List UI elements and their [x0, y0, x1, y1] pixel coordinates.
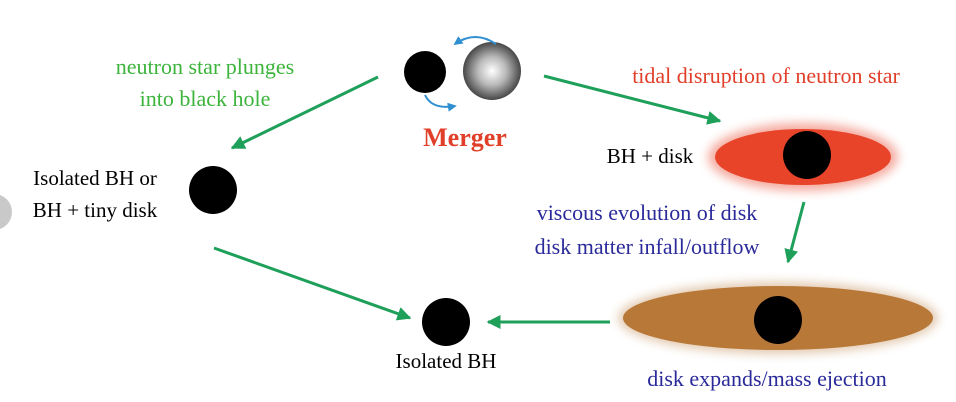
isolated-or-tiny-disk-black-hole [189, 166, 237, 214]
isolated-black-hole [422, 298, 470, 346]
plunge-label-line2: into black hole [140, 86, 271, 111]
expands-label: disk expands/mass ejection [647, 366, 887, 391]
viscous-label-line2: disk matter infall/outflow [535, 234, 760, 259]
disk-black-hole [783, 131, 831, 179]
edge-circle-decoration [0, 194, 12, 230]
merger-label: Merger [423, 123, 507, 152]
merger-neutron-star [463, 42, 521, 100]
bh-disk-label: BH + disk [607, 144, 694, 168]
isolated-or-label-line1: Isolated BH or [33, 166, 157, 190]
arrow-disk-to-expanded [788, 202, 804, 262]
arrow-plunge-to-isolated [214, 248, 410, 318]
tidal-disruption-label: tidal disruption of neutron star [632, 63, 900, 88]
viscous-label-line1: viscous evolution of disk [537, 200, 758, 225]
isolated-bh-label: Isolated BH [396, 349, 497, 373]
isolated-or-label-line2: BH + tiny disk [33, 198, 158, 222]
rotation-arrow-bottom [425, 95, 455, 107]
merger-black-hole [404, 51, 446, 93]
plunge-label-line1: neutron star plunges [116, 54, 294, 79]
expanded-disk-black-hole [754, 296, 802, 344]
